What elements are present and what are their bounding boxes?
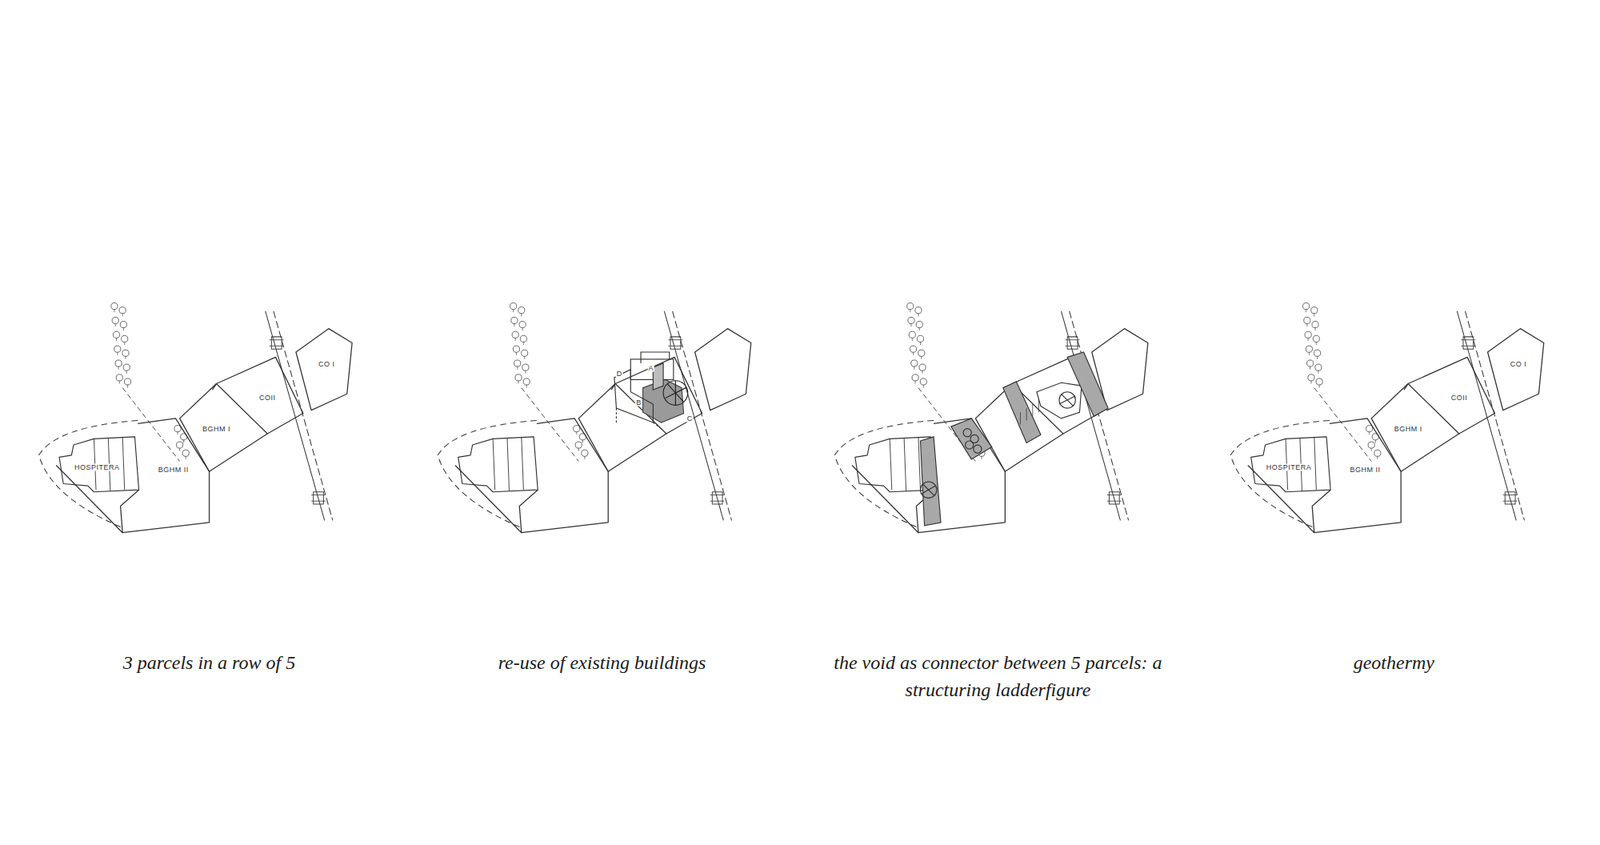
parcel-label: BGHM I (1393, 424, 1424, 432)
caption: geothermy (1240, 648, 1548, 676)
building-letter: A (648, 364, 656, 372)
parcel-label: CO I (1509, 360, 1528, 368)
building-letter: B (635, 398, 643, 406)
building-letter: C (686, 414, 694, 422)
parcel-label: BGHM I (201, 424, 232, 432)
parcel-label: BGHM II (157, 465, 190, 473)
caption: the void as connector between 5 parcels:… (814, 648, 1182, 704)
site-sketch-1 (39, 303, 353, 533)
parcel-label: CO I (317, 360, 336, 368)
parcel-label: COII (258, 394, 277, 402)
site-sketch-4 (1230, 303, 1544, 533)
parcel-label: BGHM II (1349, 465, 1382, 473)
caption: 3 parcels in a row of 5 (0, 648, 424, 676)
site-sketch-3 (834, 303, 1148, 533)
site-sketch-2 (437, 303, 752, 533)
caption: re-use of existing buildings (388, 648, 817, 676)
parcel-label: HOSPITERA (73, 464, 121, 472)
ladder-figure (920, 352, 1108, 526)
existing-buildings (614, 352, 688, 429)
parcel-label: HOSPITERA (1265, 464, 1313, 472)
building-letter: D (616, 369, 624, 377)
parcel-label: COII (1450, 394, 1469, 402)
